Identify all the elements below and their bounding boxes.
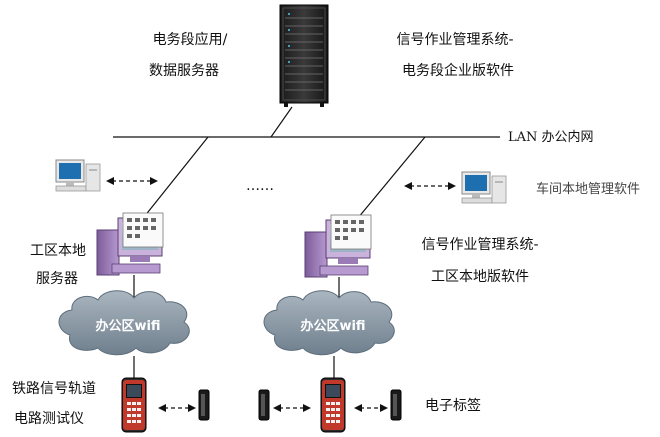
work-area-server-line2: 服务器 [36, 271, 78, 287]
rack-server-icon [279, 4, 329, 107]
cloud-right-label: 办公区wifi [300, 318, 365, 334]
double-arrow-tag-tester [273, 404, 311, 412]
work-area-server-line1: 工区本地 [30, 243, 86, 259]
right-downlink [352, 136, 426, 225]
workshop-software-label: 车间本地管理软件 [536, 181, 640, 197]
software-label-line1: 信号作业管理系统- [396, 32, 513, 48]
tester-label-line2: 电路测试仪 [14, 411, 84, 427]
server-label-line1: 电务段应用/ [153, 31, 228, 48]
work-area-software-line2: 工区本地版软件 [431, 269, 529, 285]
work-area-server-icon [304, 214, 372, 278]
double-arrow-tester-tag [158, 404, 196, 412]
server-uplink [270, 106, 293, 138]
double-arrow-tester-tag [354, 404, 388, 412]
work-area-server-icon [96, 212, 164, 276]
left-downlink [139, 136, 209, 223]
lan-label: LAN 办公内网 [508, 129, 594, 145]
desktop-computer-icon [461, 171, 507, 204]
server-label-line2: 数据服务器 [149, 63, 219, 79]
cloud-icon [263, 290, 395, 356]
handheld-tester-icon [121, 377, 147, 433]
work-area-software-line1: 信号作业管理系统- [421, 237, 538, 253]
double-arrow-right-pc [404, 182, 456, 190]
tag-label: 电子标签 [425, 397, 481, 414]
software-label-line2: 电务段企业版软件 [402, 62, 514, 79]
cloud-icon [58, 290, 190, 356]
handheld-tester-icon [320, 377, 346, 433]
electronic-tag-icon [258, 389, 270, 421]
double-arrow-left-pc [106, 177, 158, 185]
cloud-left-label: 办公区wifi [95, 318, 160, 334]
desktop-computer-icon [55, 159, 101, 192]
electronic-tag-icon [198, 389, 210, 421]
electronic-tag-icon [390, 389, 402, 421]
ellipsis: …… [246, 178, 274, 194]
lan-lines [113, 106, 500, 225]
tester-label-line1: 铁路信号轨道 [12, 381, 96, 397]
